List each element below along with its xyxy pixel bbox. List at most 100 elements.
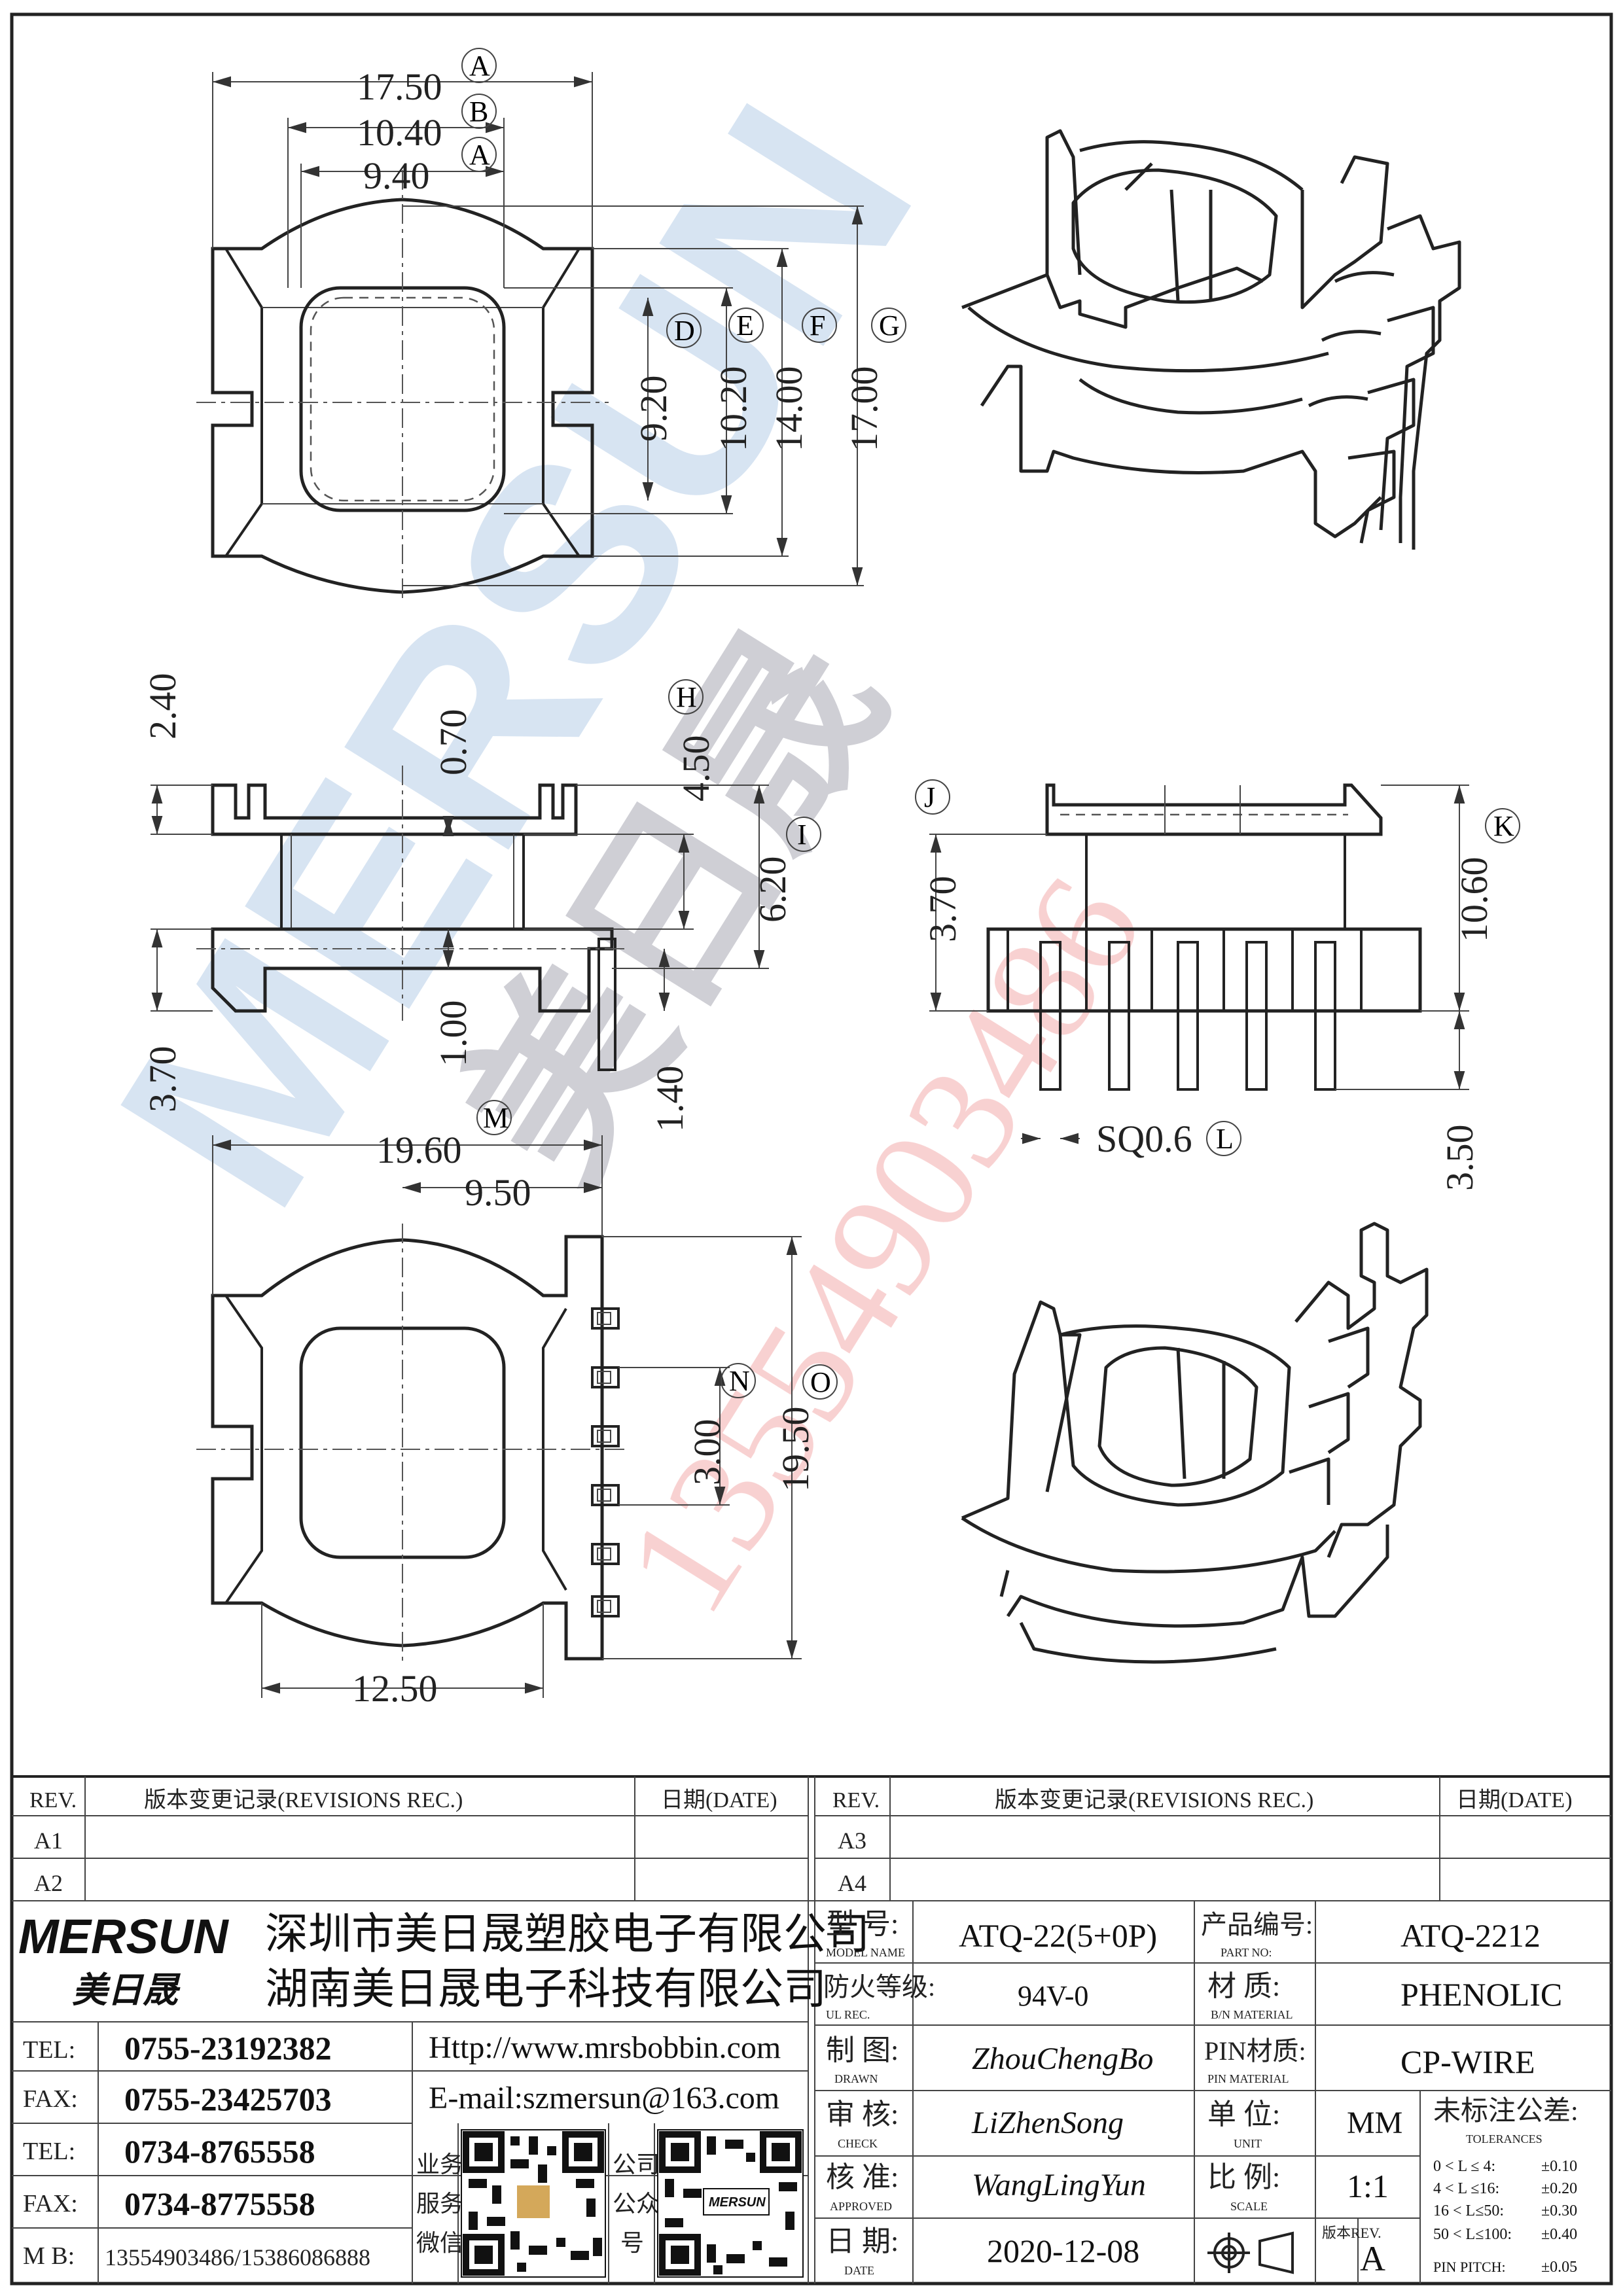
value-pin: CP-WIRE: [1400, 2043, 1535, 2080]
sub-scale: SCALE: [1230, 2200, 1268, 2213]
sub-model: MODEL NAME: [826, 1946, 905, 1959]
sub-check: CHECK: [838, 2137, 878, 2150]
dim-19-60: 19.60: [376, 1129, 462, 1171]
qr1-label-line1: 业务: [416, 2151, 463, 2178]
qr-code-official[interactable]: MERSUN: [657, 2129, 804, 2278]
tol-value-3: ±0.40: [1541, 2226, 1577, 2243]
sub-pin: PIN MATERIAL: [1207, 2072, 1289, 2085]
value-date: 2020-12-08: [987, 2233, 1139, 2269]
dim-17-50: 17.50: [357, 65, 442, 108]
tol-range-1: 4 < L ≤16:: [1433, 2180, 1499, 2197]
contact-label-fax-1: FAX:: [23, 2085, 78, 2113]
dim-14-00: 14.00: [768, 366, 810, 452]
sub-approved: APPROVED: [830, 2200, 892, 2213]
iso-view-bottom: [961, 1222, 1429, 1664]
value-check: LiZhenSong: [971, 2106, 1124, 2140]
qr1-label-line2: 服务: [416, 2191, 463, 2217]
rev-left-row-a2: A2: [34, 1870, 63, 1896]
tol-range-2: 16 < L≤50:: [1433, 2202, 1504, 2219]
label-part: 产品编号:: [1201, 1910, 1313, 1939]
tol-value-4: ±0.05: [1541, 2259, 1577, 2276]
top-view: 17.50 10.40 9.40 9.20 10.20 14.00 17.00 …: [196, 48, 906, 602]
dim-12-50: 12.50: [352, 1667, 438, 1710]
company-logo-cn: 美日晟: [72, 1969, 181, 2011]
bottom-view: 19.60 9.50 3.00 19.50 12.50 M N O: [196, 1100, 838, 1710]
value-unit: MM: [1347, 2106, 1402, 2140]
dim-9-40: 9.40: [363, 154, 430, 197]
tol-value-0: ±0.10: [1541, 2158, 1577, 2175]
value-approved: WangLingYun: [972, 2168, 1146, 2202]
rev-left-col-rec: 版本变更记录(REVISIONS REC.): [144, 1788, 463, 1812]
label-rev: 版本REV.: [1322, 2225, 1382, 2241]
sub-ul: UL REC.: [826, 2008, 870, 2021]
dim-4-50: 4.50: [675, 735, 717, 802]
dim-9-20: 9.20: [632, 376, 675, 442]
rev-left-row-a1: A1: [34, 1828, 63, 1854]
company-logo: MERSUN: [18, 1909, 229, 1964]
label-drawn: 制 图:: [826, 2034, 899, 2066]
rev-left-col-date: 日期(DATE): [661, 1788, 777, 1812]
rev-left-col-rev: REV.: [29, 1788, 77, 1812]
tag-a1: A: [469, 50, 490, 82]
rev-right-col-date: 日期(DATE): [1456, 1788, 1573, 1812]
contact-label-mb: M B:: [23, 2242, 75, 2270]
contact-value-fax-2: 0734-8775558: [124, 2185, 315, 2222]
projection-symbol-icon: [1207, 2231, 1294, 2274]
tag-k: K: [1493, 810, 1514, 842]
tol-range-4: PIN PITCH:: [1433, 2259, 1506, 2275]
tag-f: F: [810, 309, 825, 342]
tag-h: H: [676, 681, 697, 713]
label-unit: 单 位:: [1207, 2098, 1280, 2130]
qr2-label-line3: 号: [620, 2230, 644, 2256]
tag-i: I: [797, 819, 807, 851]
tag-n: N: [729, 1365, 750, 1397]
tag-l: L: [1216, 1123, 1234, 1155]
label-pin: PIN材质:: [1204, 2036, 1306, 2066]
dim-10-20: 10.20: [712, 366, 755, 452]
label-date: 日 期:: [826, 2225, 899, 2257]
dim-3-50: 3.50: [1438, 1125, 1481, 1192]
qr-code-wechat[interactable]: [461, 2129, 606, 2278]
qr2-label-line2: 公众: [613, 2191, 660, 2217]
tag-g: G: [879, 309, 900, 342]
company-email[interactable]: E-mail:szmersun@163.com: [429, 2081, 779, 2115]
contact-label-tel-1: TEL:: [23, 2036, 75, 2064]
qr1-label-line3: 微信: [416, 2230, 463, 2256]
label-ul: 防火等级:: [823, 1972, 935, 2002]
label-check: 审 核:: [826, 2098, 899, 2130]
contact-value-fax-1: 0755-23425703: [124, 2081, 332, 2117]
tag-j: J: [924, 781, 935, 813]
contact-value-tel-1: 0755-23192382: [124, 2030, 332, 2066]
tol-range-3: 50 < L≤100:: [1433, 2226, 1512, 2243]
value-model: ATQ-22(5+0P): [959, 1917, 1157, 1954]
tag-a2: A: [469, 139, 490, 171]
qr2-label-line1: 公司: [613, 2151, 660, 2178]
side-view: 3.70 10.60 3.50 SQ0.6 J K L: [915, 779, 1520, 1192]
dim-6-20: 6.20: [751, 857, 794, 923]
dim-3-70-side: 3.70: [921, 876, 964, 943]
contact-label-tel-2: TEL:: [23, 2138, 75, 2165]
tag-b: B: [469, 96, 488, 128]
dim-3-70-front: 3.70: [141, 1046, 184, 1113]
value-ul: 94V-0: [1018, 1980, 1088, 2012]
sub-date: DATE: [844, 2264, 874, 2277]
sub-material: B/N MATERIAL: [1211, 2008, 1293, 2021]
company-web[interactable]: Http://www.mrsbobbin.com: [429, 2030, 781, 2065]
tag-m: M: [483, 1102, 508, 1134]
dim-0-70: 0.70: [432, 709, 474, 776]
sub-drawn: DRAWN: [834, 2072, 878, 2085]
rev-right-col-rev: REV.: [832, 1788, 880, 1812]
dim-3-00: 3.00: [686, 1419, 728, 1486]
contact-label-fax-2: FAX:: [23, 2190, 78, 2217]
tag-circles-side: J K L: [915, 779, 1520, 1156]
tag-circles-front: H I: [668, 679, 821, 852]
rev-right-row-a4: A4: [838, 1870, 866, 1896]
value-material: PHENOLIC: [1400, 1976, 1562, 2013]
dim-10-60: 10.60: [1453, 857, 1495, 943]
tol-value-1: ±0.20: [1541, 2180, 1577, 2197]
tol-value-2: ±0.30: [1541, 2202, 1577, 2219]
label-model: 型 号:: [826, 1908, 899, 1940]
rev-right-row-a3: A3: [838, 1828, 866, 1854]
qr2-logo: MERSUN: [709, 2195, 766, 2210]
